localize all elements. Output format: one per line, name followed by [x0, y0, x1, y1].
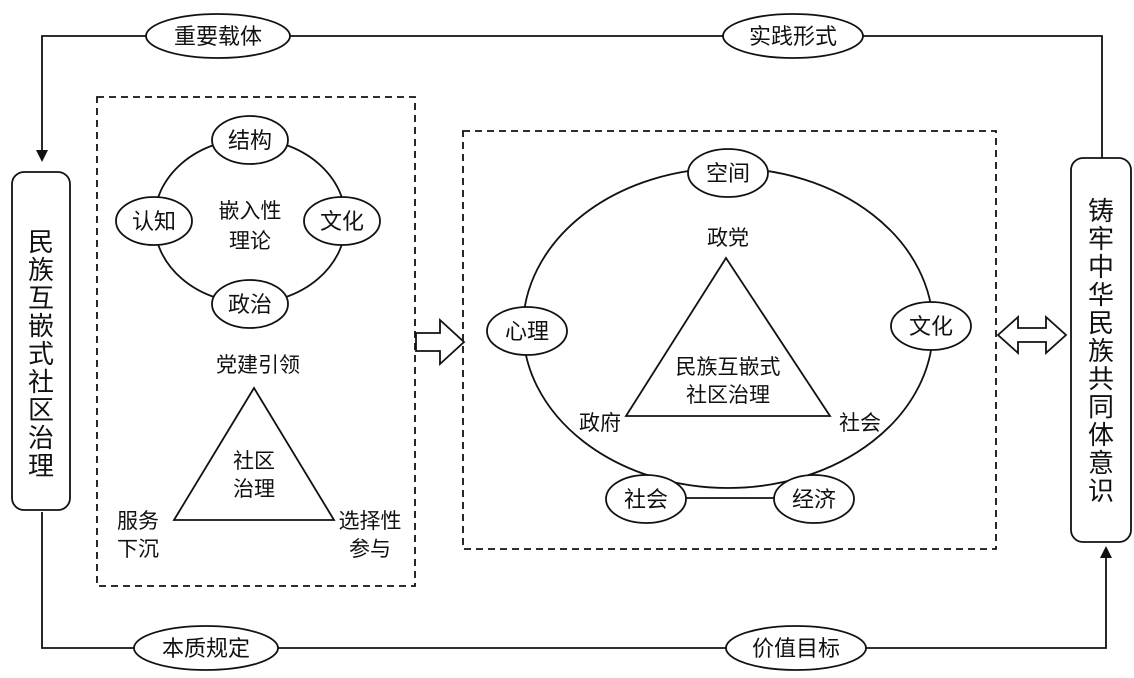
inner-center-line1: 民族互嵌式 — [676, 355, 781, 379]
society-node — [605, 474, 687, 524]
embed-theory-center-line1: 嵌入性 — [219, 199, 282, 223]
left-dashed-panel — [96, 96, 416, 587]
community-center-line1: 社区 — [233, 449, 275, 473]
governance-culture-node — [890, 301, 972, 351]
right-column-char: 共 — [1088, 365, 1114, 395]
society-label: 社会 — [624, 488, 668, 513]
selective-participation-line2: 参与 — [349, 537, 391, 561]
cognition-label: 认知 — [132, 210, 176, 235]
bottom-left-ellipse — [133, 625, 279, 671]
governance-ring: 空间 心理 文化 社会 经济 政党 民族互嵌式 社区治理 政府 社会 — [486, 148, 972, 524]
selective-participation-line1: 选择性 — [339, 509, 402, 533]
culture-label: 文化 — [320, 210, 364, 235]
politics-label: 政治 — [228, 293, 272, 318]
community-triangle — [172, 386, 336, 521]
party-lead-label: 党建引领 — [216, 353, 300, 377]
top-loop-arrow — [36, 35, 1103, 162]
hollow-right-arrow — [415, 317, 466, 367]
left-column-char: 族 — [28, 256, 54, 286]
structure-node — [211, 115, 289, 165]
outer-loop: 重要载体 实践形式 本质规定 价值目标 — [36, 13, 1112, 671]
politics-node — [211, 279, 289, 329]
right-column-frame — [1070, 157, 1132, 543]
psychology-node — [486, 306, 568, 356]
bottom-right-ellipse — [725, 625, 867, 671]
right-column-char: 民 — [1088, 309, 1114, 339]
right-column-char: 意 — [1088, 449, 1114, 479]
right-column-char: 族 — [1088, 337, 1114, 367]
right-column-char: 同 — [1088, 393, 1114, 423]
psychology-label: 心理 — [505, 320, 549, 345]
left-column-char: 式 — [28, 340, 54, 370]
bottom-loop-arrow — [41, 512, 1112, 649]
space-label: 空间 — [706, 162, 750, 187]
economy-label: 经济 — [792, 488, 836, 513]
right-column-char: 铸 — [1088, 197, 1114, 227]
embed-theory-center-line2: 理论 — [229, 229, 271, 253]
embed-theory-ring: 结构 认知 文化 政治 嵌入性 理论 — [115, 115, 381, 329]
left-column-char: 治 — [28, 424, 54, 454]
right-column-box: 铸 牢 中 华 民 族 共 同 体 意 识 — [1070, 157, 1132, 543]
inner-society-label: 社会 — [839, 411, 881, 435]
governance-culture-label: 文化 — [909, 315, 953, 340]
left-column-char: 区 — [28, 396, 54, 426]
culture-node — [303, 196, 381, 246]
hollow-double-arrow — [996, 314, 1068, 356]
top-right-ellipse — [722, 13, 864, 59]
inner-center-line2: 社区治理 — [686, 383, 770, 407]
left-column-char: 民 — [28, 228, 54, 258]
bottom-left-label: 本质规定 — [162, 637, 250, 662]
community-center-line2: 治理 — [233, 477, 275, 501]
left-column-frame — [11, 171, 71, 511]
structure-label: 结构 — [228, 129, 272, 154]
left-column-char: 嵌 — [28, 312, 54, 342]
right-column-char: 牢 — [1088, 225, 1114, 255]
right-column-char: 中 — [1088, 253, 1114, 283]
service-sink-line2: 下沉 — [117, 537, 159, 561]
governance-circle — [522, 167, 934, 489]
bottom-right-label: 价值目标 — [752, 637, 840, 662]
left-column-char: 理 — [28, 452, 54, 482]
top-left-label: 重要载体 — [174, 25, 262, 50]
service-sink-line1: 服务 — [117, 509, 159, 533]
governance-triangle — [624, 256, 832, 417]
right-column-char: 识 — [1088, 477, 1114, 507]
left-column-box: 民 族 互 嵌 式 社 区 治 理 — [11, 171, 71, 511]
right-dashed-panel — [462, 130, 997, 550]
inner-party-label: 政党 — [707, 226, 749, 250]
community-triangle-group: 党建引领 社区 治理 服务 下沉 选择性 参与 — [117, 353, 402, 561]
space-node — [687, 148, 769, 198]
top-right-label: 实践形式 — [749, 25, 837, 50]
left-column-char: 互 — [28, 284, 54, 314]
left-column-char: 社 — [28, 368, 54, 398]
cognition-node — [115, 196, 193, 246]
top-left-ellipse — [145, 13, 291, 59]
economy-node — [773, 474, 855, 524]
right-column-char: 华 — [1088, 281, 1114, 311]
inner-government-label: 政府 — [579, 411, 621, 435]
right-column-char: 体 — [1088, 421, 1114, 451]
